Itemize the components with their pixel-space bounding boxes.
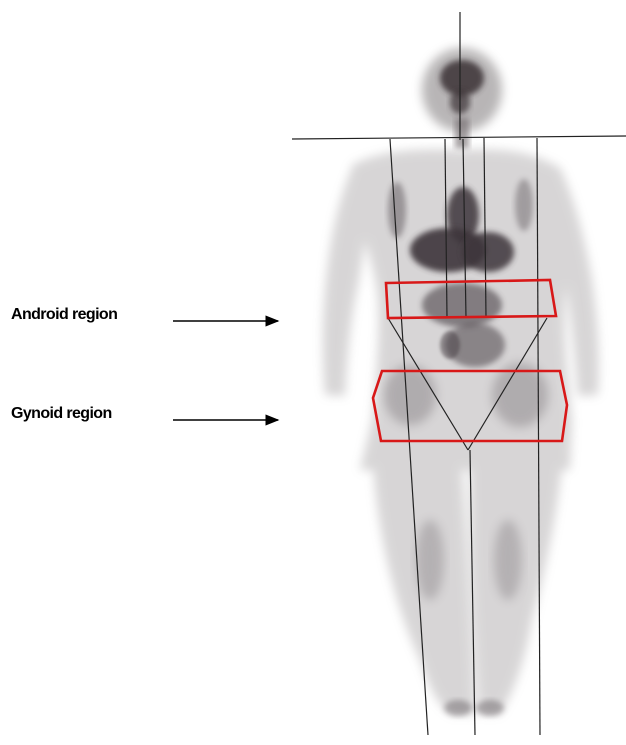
android-region-label: Android region bbox=[11, 306, 117, 324]
gynoid-region-label: Gynoid region bbox=[11, 405, 112, 423]
head-scan bbox=[422, 48, 502, 148]
